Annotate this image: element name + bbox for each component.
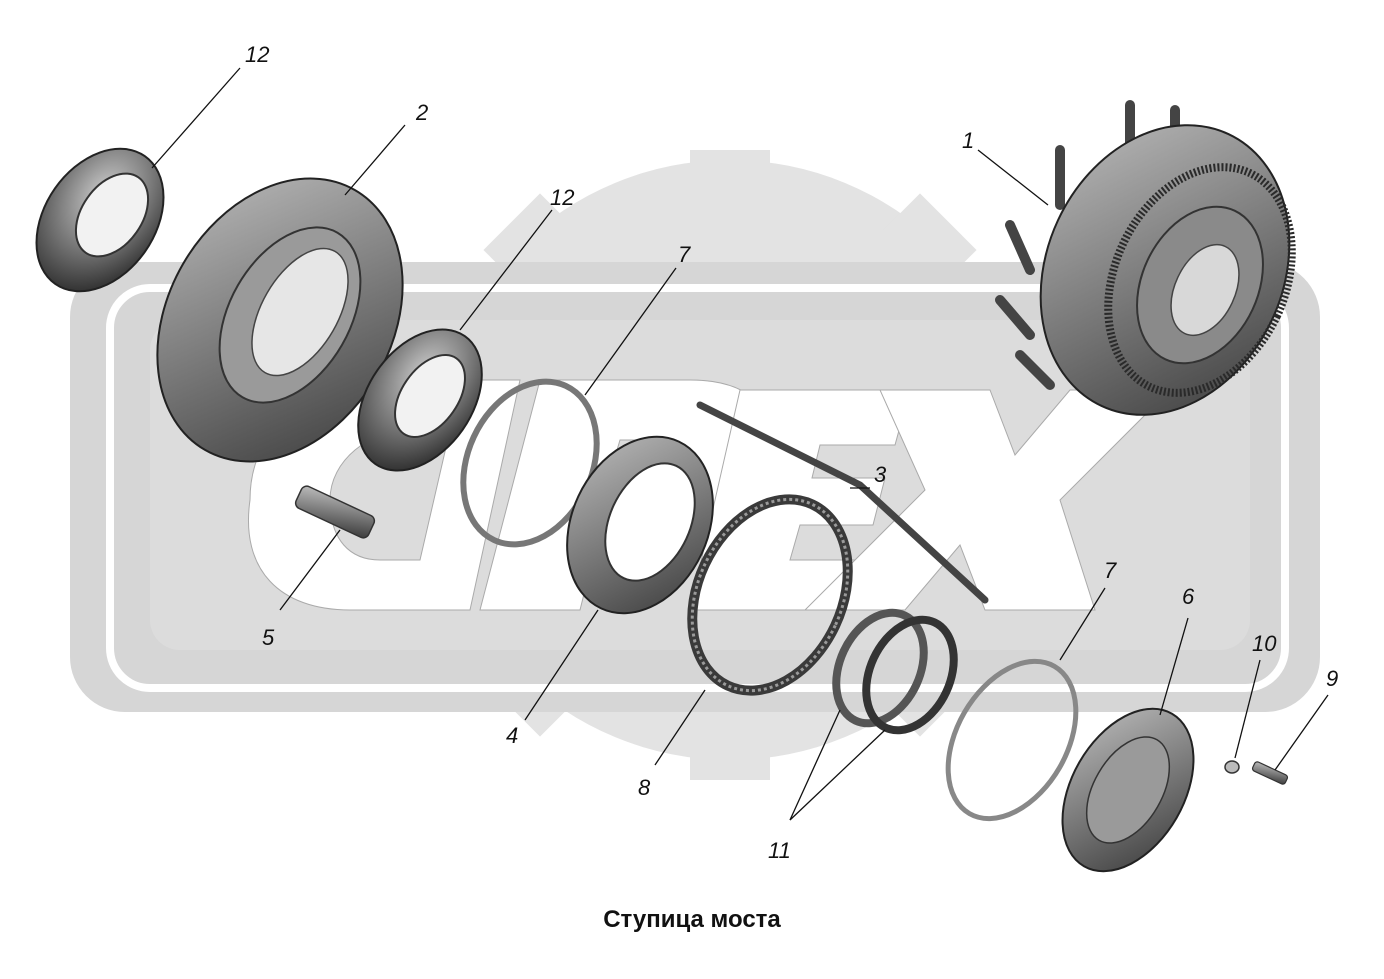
part-hub-housing-2 [156, 177, 404, 463]
part-ring-4 [566, 435, 714, 615]
part-bearing-12-left [35, 147, 165, 293]
leader-5 [279, 529, 341, 611]
callout-4: 4 [506, 723, 518, 748]
callout-12-left: 12 [245, 42, 269, 67]
callout-9: 9 [1326, 666, 1338, 691]
callout-7-right: 7 [1104, 558, 1117, 583]
leader-2 [344, 124, 406, 196]
leader-11a [789, 709, 841, 821]
leader-7-left [584, 267, 677, 396]
part-bearing-12-center [357, 328, 483, 472]
callout-6: 6 [1182, 584, 1195, 609]
part-cover-6 [1061, 707, 1195, 873]
part-gear-ring-8 [687, 494, 853, 696]
callout-12-center: 12 [550, 185, 574, 210]
callout-2: 2 [415, 100, 428, 125]
callout-10: 10 [1252, 631, 1277, 656]
callout-3: 3 [874, 462, 887, 487]
callout-11: 11 [768, 838, 791, 863]
callout-7-left: 7 [678, 242, 691, 267]
leader-6 [1159, 617, 1189, 716]
leader-11b [789, 729, 886, 821]
callout-8: 8 [638, 775, 651, 800]
leader-9 [1274, 694, 1329, 771]
diagram-caption: Ступица моста [603, 906, 781, 933]
part-pin-5 [294, 485, 376, 539]
watermark-logo [70, 150, 1320, 780]
part-gasket-7-right [945, 658, 1079, 822]
part-strip-3 [696, 401, 989, 604]
part-bolt-9 [1251, 761, 1289, 785]
leader-4 [524, 609, 599, 721]
leader-7-right [1059, 587, 1106, 661]
part-washer-10 [1224, 760, 1240, 774]
leader-1 [977, 149, 1049, 206]
leader-12-left [151, 67, 241, 169]
part-rings-11 [832, 608, 958, 735]
callout-5: 5 [262, 625, 275, 650]
leader-lines [151, 67, 1329, 821]
leader-8 [654, 689, 706, 766]
callouts: 12 2 12 7 1 3 5 4 8 11 7 6 10 9 [245, 42, 1338, 863]
leader-12-center [459, 209, 553, 331]
callout-1: 1 [962, 128, 974, 153]
leader-10 [1234, 659, 1261, 759]
part-wheel-hub-1 [995, 100, 1296, 416]
watermark-plate-outline [106, 284, 1289, 692]
